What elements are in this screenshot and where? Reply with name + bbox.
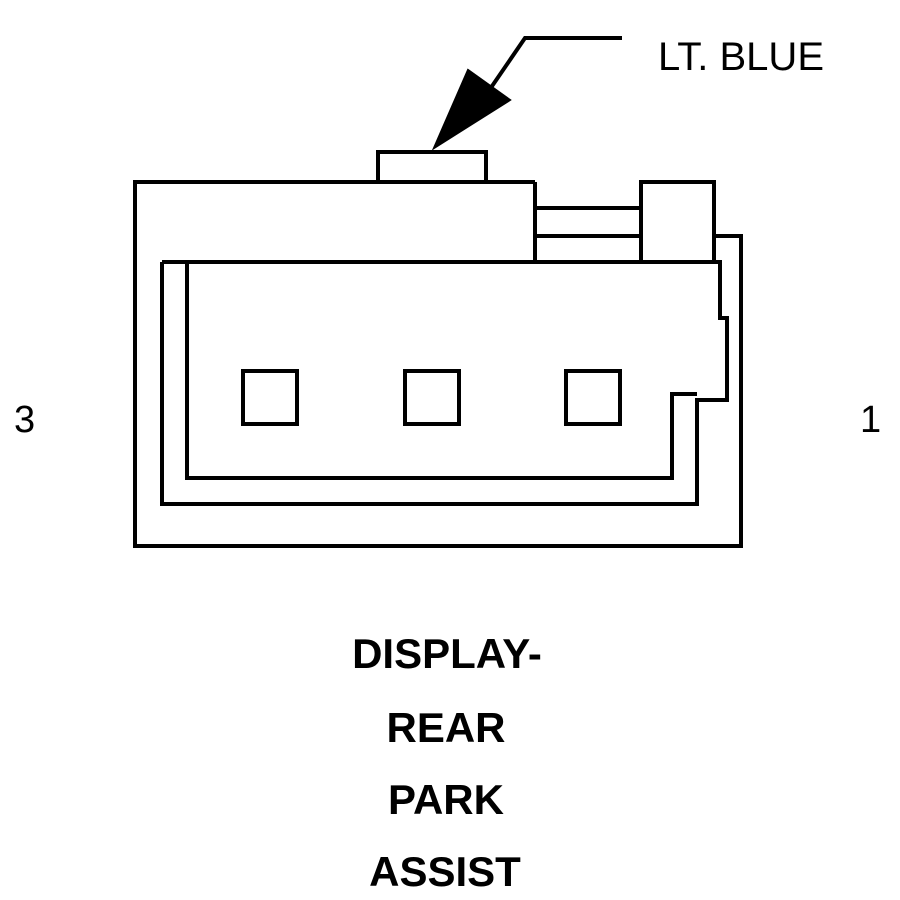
connector-housing-outer: [133, 180, 743, 548]
wire-color-label: LT. BLUE: [658, 35, 824, 79]
connector-name-line-4: ASSIST: [369, 848, 521, 895]
connector-name-line-3: PARK: [388, 776, 504, 823]
connector-name-line-2: REAR: [386, 704, 505, 751]
connector-name-line-1: DISPLAY-: [352, 630, 542, 677]
connector-latch-tab: [376, 150, 488, 184]
pin-cavity-3: [241, 369, 299, 426]
connector-shroud-middle: [160, 260, 729, 506]
pin-label-right: 1: [860, 399, 881, 441]
callout-leader-line: [486, 36, 622, 94]
pin-cavity-2: [403, 369, 461, 426]
connector-cavity-inner: [185, 262, 697, 480]
callout-arrow-icon: [431, 68, 512, 151]
housing-key-rail-upper: [533, 206, 643, 238]
housing-key-post: [639, 180, 716, 264]
pin-cavity-1: [564, 369, 622, 426]
pin-label-left: 3: [14, 399, 35, 441]
